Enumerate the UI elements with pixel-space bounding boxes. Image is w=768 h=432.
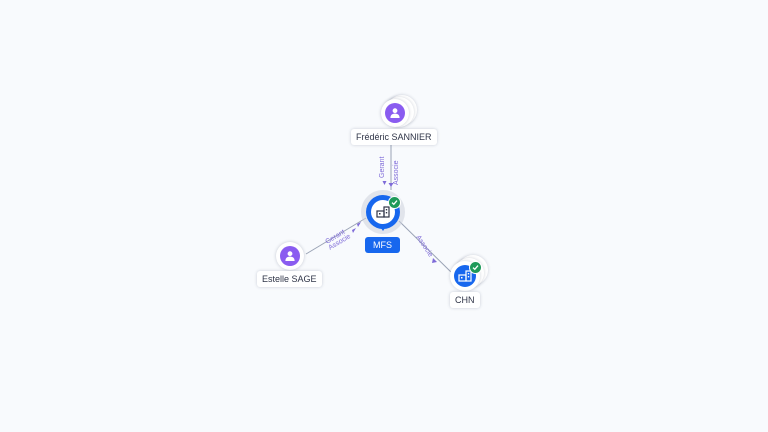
verified-check-icon (469, 261, 482, 274)
edge-sage-mfs (305, 217, 367, 255)
edge-mfs-chn (398, 220, 453, 274)
person-name-sage[interactable]: Estelle SAGE (257, 271, 322, 287)
person-node-sannier[interactable] (378, 95, 417, 130)
edge-label-sannier-role-2: Associe (393, 160, 400, 185)
edge-arrow-icon (357, 222, 361, 227)
edge-arrow-icon (352, 228, 356, 233)
user-icon (385, 103, 405, 123)
edge-arrow-icon (432, 258, 437, 263)
edge-label-chn-role-1: Associe (414, 234, 434, 258)
person-node-sage[interactable] (273, 239, 307, 273)
verified-check-icon (388, 196, 401, 209)
company-name-chn[interactable]: CHN (450, 292, 480, 308)
edge-arrow-icon (388, 183, 394, 187)
user-icon (280, 246, 300, 266)
center-company-label[interactable]: MFS (365, 237, 400, 253)
person-name-sannier[interactable]: Frédéric SANNIER (351, 129, 437, 145)
edge-label-sannier-role-1: Gerant (379, 157, 386, 178)
edge-arrow-icon (382, 181, 387, 185)
